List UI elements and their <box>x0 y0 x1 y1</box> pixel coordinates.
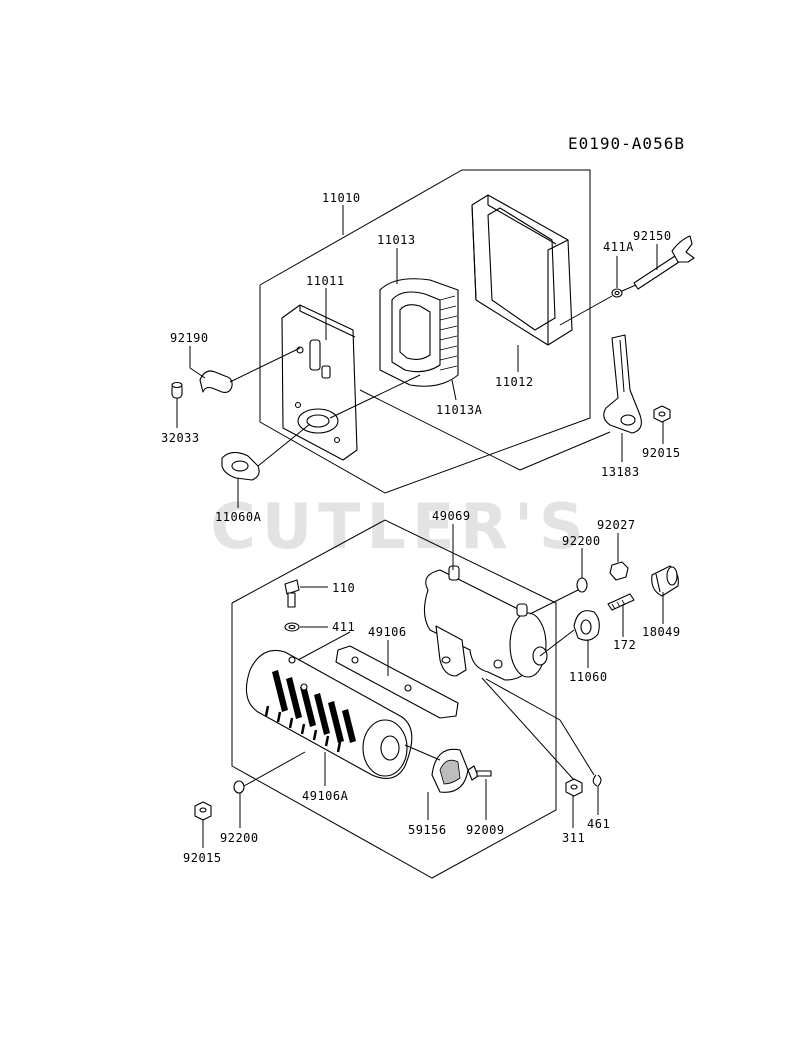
group-outline-air-cleaner <box>259 169 591 494</box>
nut-92015-lower <box>194 801 212 821</box>
washer-411 <box>284 622 300 632</box>
spark-arrester-cap <box>651 565 679 597</box>
breather-hose <box>199 370 233 393</box>
air-cleaner-base-plate <box>281 304 358 461</box>
exhaust-deflector <box>431 748 469 793</box>
label-11060: 11060 <box>569 670 608 684</box>
pipe-joint <box>171 381 183 399</box>
watermark: CUTLER'S <box>210 490 589 563</box>
label-92200-lower: 92200 <box>220 831 259 845</box>
nut-92027 <box>609 561 629 581</box>
label-49106a: 49106A <box>302 789 349 803</box>
filter-element <box>379 278 459 387</box>
label-110: 110 <box>332 581 355 595</box>
cleaner-bracket <box>603 334 642 434</box>
nut-311 <box>565 778 583 797</box>
bolt-110 <box>284 579 300 608</box>
washer-92200-lower <box>233 780 245 794</box>
label-92027: 92027 <box>597 518 636 532</box>
air-cleaner-cover <box>471 194 573 346</box>
label-92015-lower: 92015 <box>183 851 222 865</box>
washer-411a <box>611 288 623 298</box>
diagram-code: E0190-A056B <box>568 134 685 153</box>
stud-bolt <box>607 593 635 611</box>
label-172: 172 <box>613 638 636 652</box>
label-49106: 49106 <box>368 625 407 639</box>
part-labels: 11010 11013 11011 92190 32033 11060A 110… <box>161 191 681 865</box>
air-cleaner-assembly <box>171 169 695 494</box>
label-49069: 49069 <box>432 509 471 523</box>
gasket-upper <box>221 451 260 481</box>
heat-shield-plate <box>335 645 459 719</box>
group-outline-muffler <box>231 519 557 879</box>
label-92190: 92190 <box>170 331 209 345</box>
screw-92009 <box>467 765 492 781</box>
label-11011: 11011 <box>306 274 345 288</box>
label-59156: 59156 <box>408 823 447 837</box>
label-11013: 11013 <box>377 233 416 247</box>
label-92009: 92009 <box>466 823 505 837</box>
label-11012: 11012 <box>495 375 534 389</box>
lock-washer-461 <box>592 774 602 787</box>
label-32033: 32033 <box>161 431 200 445</box>
washer-92200-upper <box>576 577 588 593</box>
muffler-cover <box>245 649 413 779</box>
label-11060a: 11060A <box>215 510 262 524</box>
label-13183: 13183 <box>601 465 640 479</box>
label-411a: 411A <box>603 240 634 254</box>
label-311: 311 <box>562 831 585 845</box>
leader-lines <box>176 205 664 848</box>
nut-upper <box>653 405 671 423</box>
label-11010: 11010 <box>322 191 361 205</box>
label-11013a: 11013A <box>436 403 483 417</box>
gasket-lower <box>573 610 600 641</box>
wing-bolt <box>633 235 695 290</box>
label-411: 411 <box>332 620 355 634</box>
label-18049: 18049 <box>642 625 681 639</box>
label-92015-upper: 92015 <box>642 446 681 460</box>
label-92200-upper: 92200 <box>562 534 601 548</box>
label-92150: 92150 <box>633 229 672 243</box>
muffler <box>423 565 548 681</box>
muffler-assembly <box>194 519 679 879</box>
label-461: 461 <box>587 817 610 831</box>
